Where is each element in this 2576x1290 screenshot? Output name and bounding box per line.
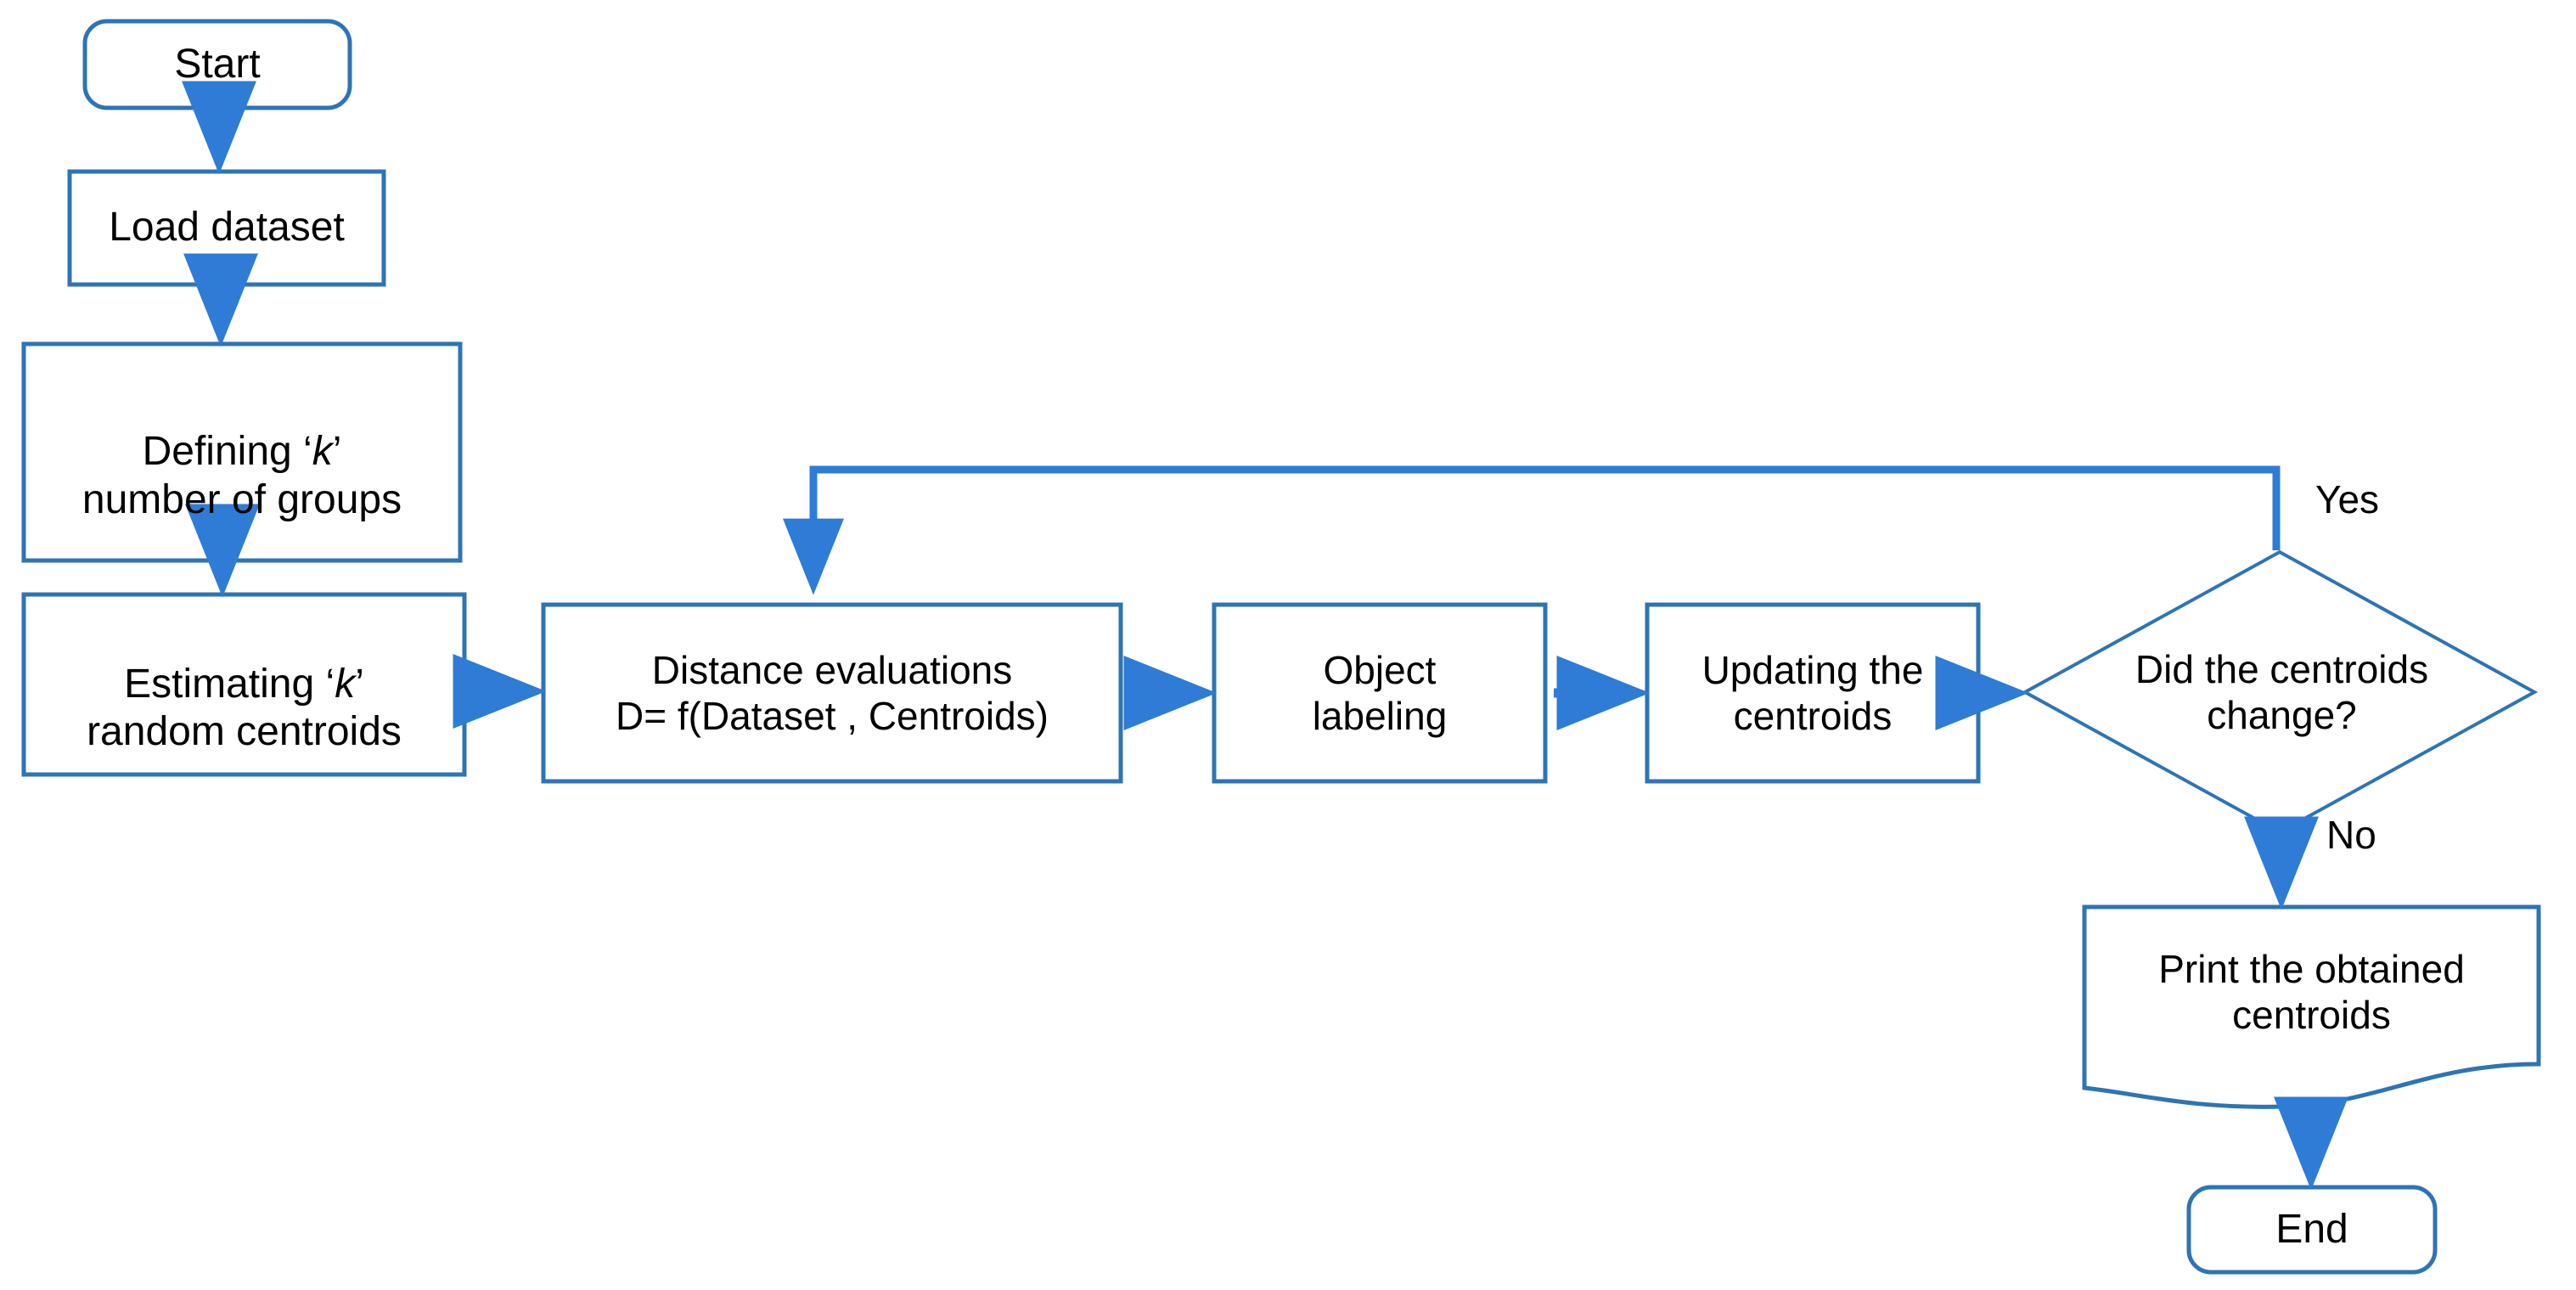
edge-decision-yes-loop [783,465,2281,595]
node-distance-evaluations-shape[interactable] [541,602,1123,784]
edge-label-no: No [2326,813,2376,857]
node-load-dataset-shape[interactable] [67,169,386,287]
node-end-shape[interactable] [2186,1185,2438,1275]
node-decision-centroids-change-shape[interactable] [2021,549,2539,835]
node-print-centroids-shape[interactable] [2082,904,2541,1109]
node-updating-centroids-shape[interactable] [1645,602,1981,784]
node-start-shape[interactable] [82,19,352,110]
node-object-labeling-shape[interactable] [1212,602,1548,784]
edge-label-yes: Yes [2315,477,2380,521]
node-estimating-k-shape[interactable] [21,592,467,777]
node-defining-k-shape[interactable] [21,341,463,563]
